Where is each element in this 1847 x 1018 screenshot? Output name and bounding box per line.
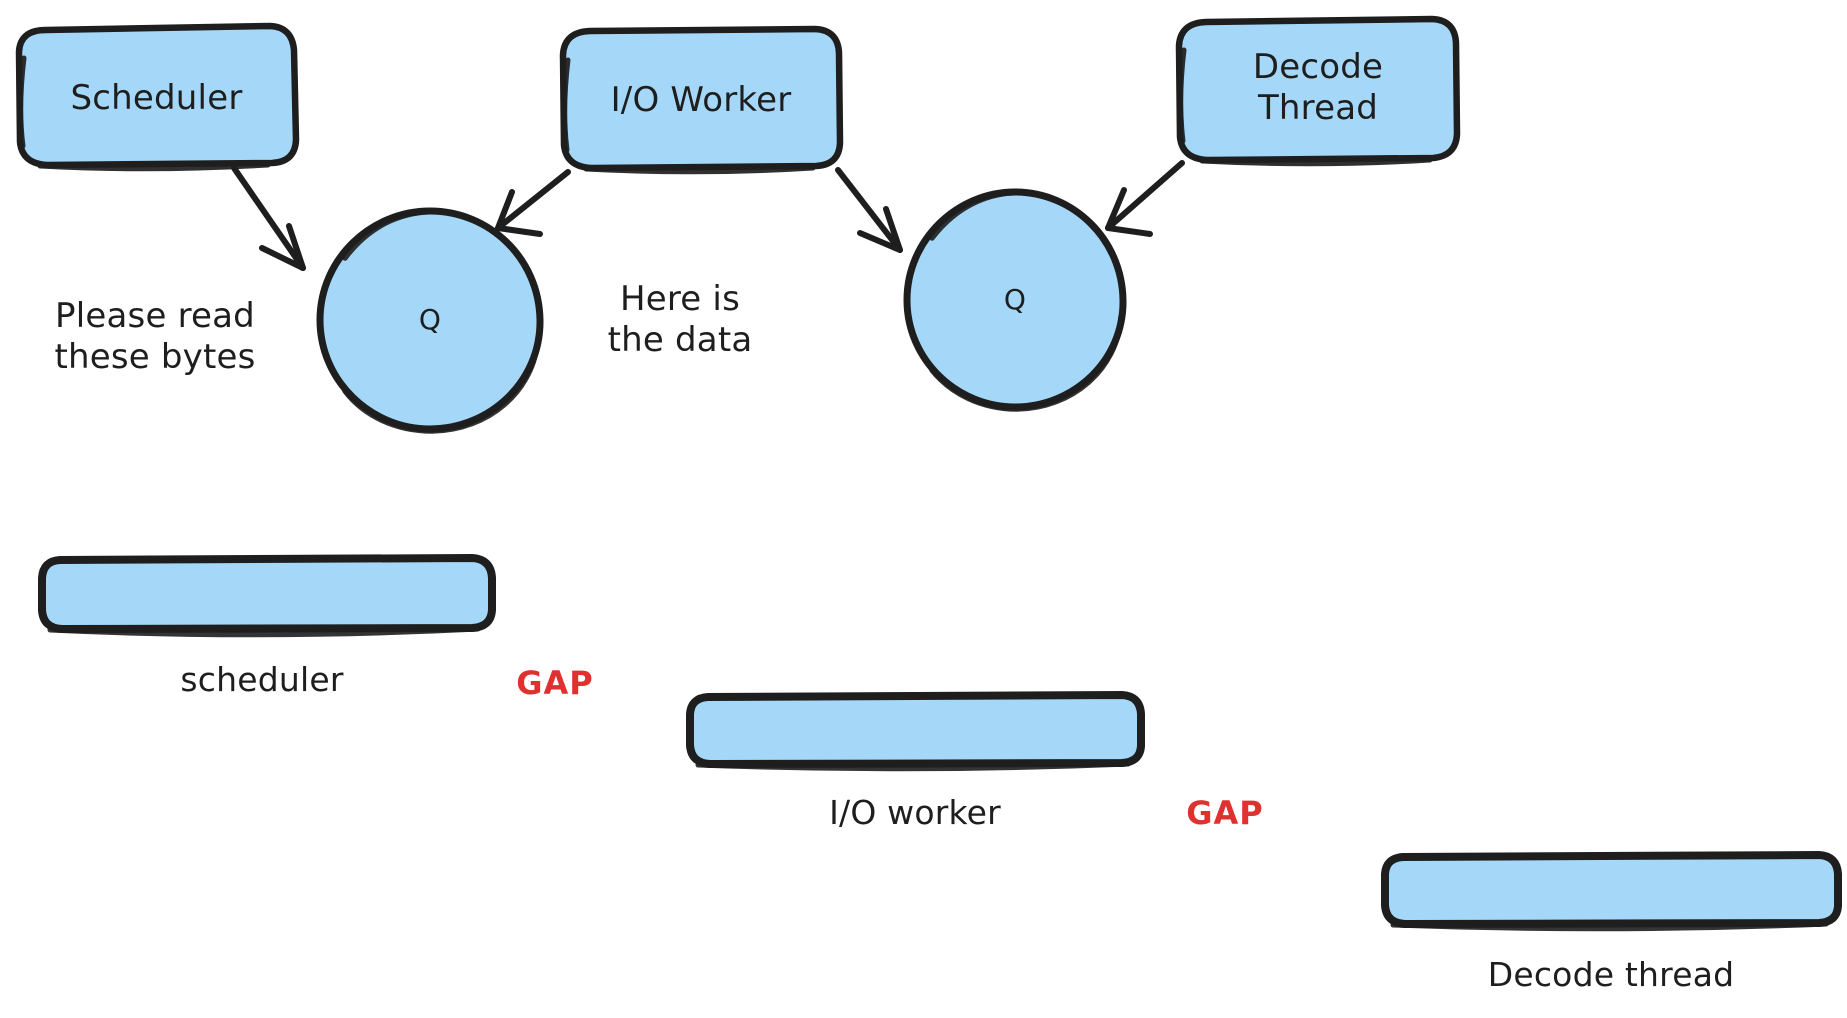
edge-io-worker-to-queue-left-line [495, 169, 571, 231]
track-scheduler-bar[interactable] [38, 554, 496, 638]
track-io-worker-bar[interactable] [686, 691, 1145, 772]
track-decode-thread-bar-sketch-stroke [1390, 921, 1829, 932]
note-here-data: Here is the data [607, 279, 753, 361]
edge-io-worker-to-queue-right [835, 167, 903, 253]
edge-scheduler-to-queue-left [231, 165, 306, 271]
io-worker-box-sketch-stroke [562, 57, 816, 175]
io-worker-box[interactable] [559, 25, 844, 175]
edge-decode-thread-to-queue-right-line [1105, 160, 1185, 231]
decode-thread-box-sketch-stroke [1178, 47, 1433, 167]
edge-io-worker-to-queue-left [495, 169, 571, 237]
queue-left-label: Q [418, 303, 442, 336]
edge-io-worker-to-queue-right-arrowhead [857, 206, 903, 253]
queue-left-sketch-stroke [342, 208, 541, 434]
track-io-worker-bar-shape [686, 691, 1145, 768]
track-decode-thread-label: Decode thread [1487, 955, 1735, 994]
scheduler-box-sketch-stroke [18, 55, 271, 172]
queue-left[interactable] [316, 207, 544, 434]
io-worker-box-shape [559, 25, 844, 172]
decode-thread-box[interactable] [1175, 15, 1461, 167]
track-scheduler-label: scheduler [180, 660, 344, 699]
scheduler-box[interactable] [15, 22, 300, 172]
queue-right-sketch-stroke [929, 189, 1124, 412]
edge-decode-thread-to-queue-right [1105, 160, 1185, 237]
gap-label-2: GAP [1186, 794, 1264, 832]
decode-thread-box-shape [1175, 15, 1461, 164]
track-io-worker-bar-sketch-stroke [695, 761, 1131, 772]
decode-thread-box-label: Decode Thread [1252, 47, 1384, 129]
note-read-bytes: Please read these bytes [54, 296, 256, 378]
track-decode-thread-bar[interactable] [1381, 851, 1842, 932]
edge-decode-thread-to-queue-right-arrowhead [1105, 187, 1153, 237]
scheduler-box-label: Scheduler [70, 78, 243, 118]
track-io-worker-label: I/O worker [829, 793, 1001, 832]
scheduler-box-shape [15, 22, 300, 169]
gap-label-1: GAP [516, 664, 594, 702]
queue-right[interactable] [903, 188, 1127, 412]
edge-io-worker-to-queue-right-line [835, 167, 903, 253]
io-worker-box-label: I/O Worker [610, 80, 792, 120]
queue-right-label: Q [1003, 283, 1027, 316]
edge-scheduler-to-queue-left-arrowhead [259, 223, 306, 271]
edge-io-worker-to-queue-left-arrowhead [495, 189, 543, 237]
track-decode-thread-bar-shape [1381, 851, 1842, 928]
track-scheduler-bar-shape [38, 554, 496, 633]
edge-scheduler-to-queue-left-line [231, 165, 306, 271]
track-scheduler-bar-sketch-stroke [47, 626, 481, 638]
